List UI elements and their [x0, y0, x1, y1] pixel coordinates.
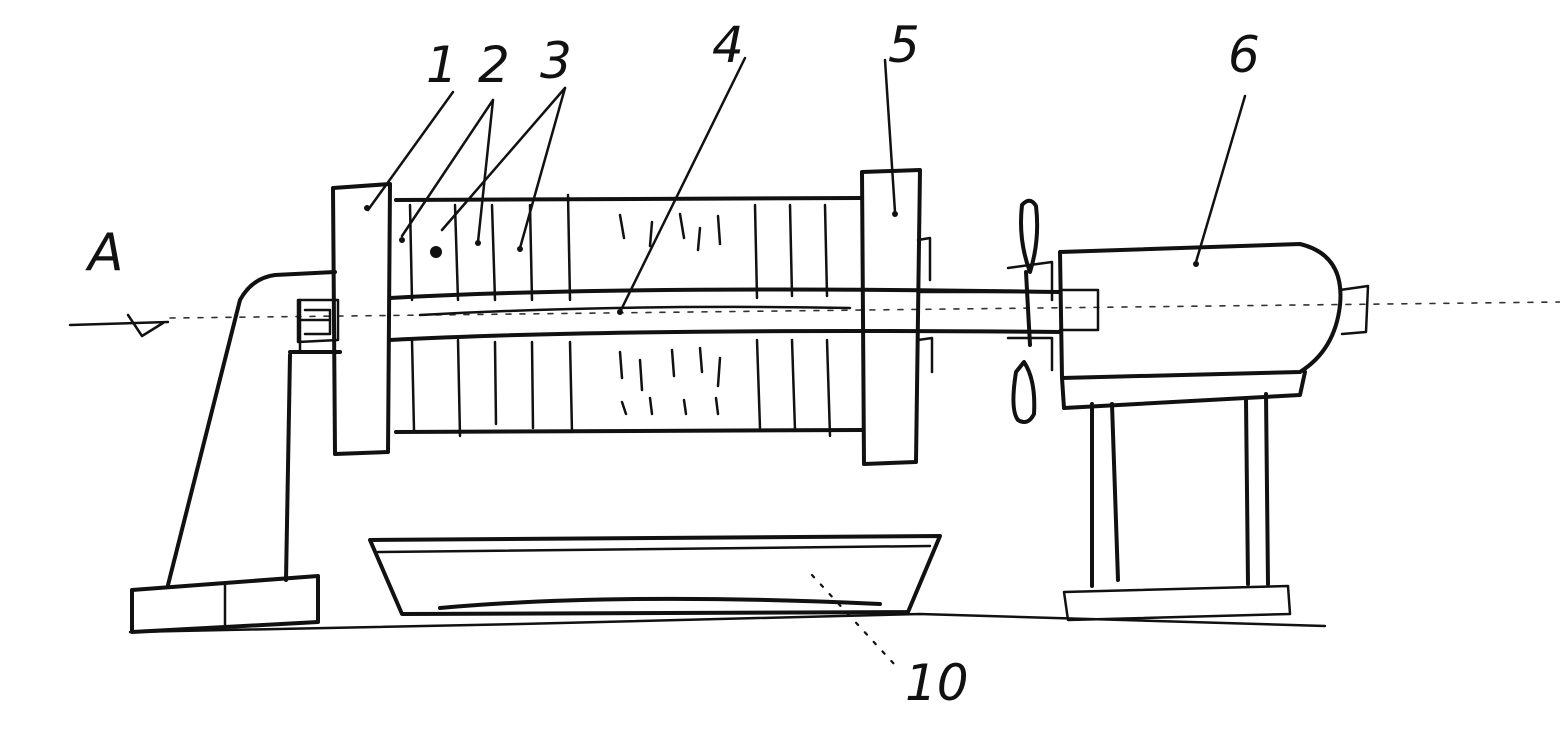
label-part-2: 2: [478, 36, 510, 94]
label-part-5: 5: [888, 16, 920, 74]
tightening-handle: [1006, 198, 1054, 424]
label-part-1: 1: [426, 36, 458, 94]
fixed-head-plate: [296, 182, 392, 456]
collecting-tray: [368, 534, 942, 616]
centre-line: [169, 301, 1560, 319]
label-part-3: 3: [540, 32, 572, 90]
left-support-frame: [130, 270, 342, 634]
label-part-6: 6: [1228, 26, 1260, 84]
ground-line: [128, 612, 1327, 634]
hydraulic-cylinder: [1058, 242, 1370, 410]
right-stand: [1062, 392, 1292, 622]
filter-plate-stack: [394, 193, 864, 438]
label-view-a: A: [85, 223, 124, 283]
label-part-10: 10: [905, 654, 969, 712]
part-labels: 1 2 3 4 5 6 10: [426, 16, 1260, 712]
leader-lines: [366, 56, 1247, 667]
label-part-4: 4: [712, 16, 744, 74]
reference-dots: [364, 205, 1199, 315]
main-beam: [388, 287, 1062, 342]
view-arrow-a: A: [68, 223, 170, 338]
follower-plate: [860, 168, 1062, 466]
